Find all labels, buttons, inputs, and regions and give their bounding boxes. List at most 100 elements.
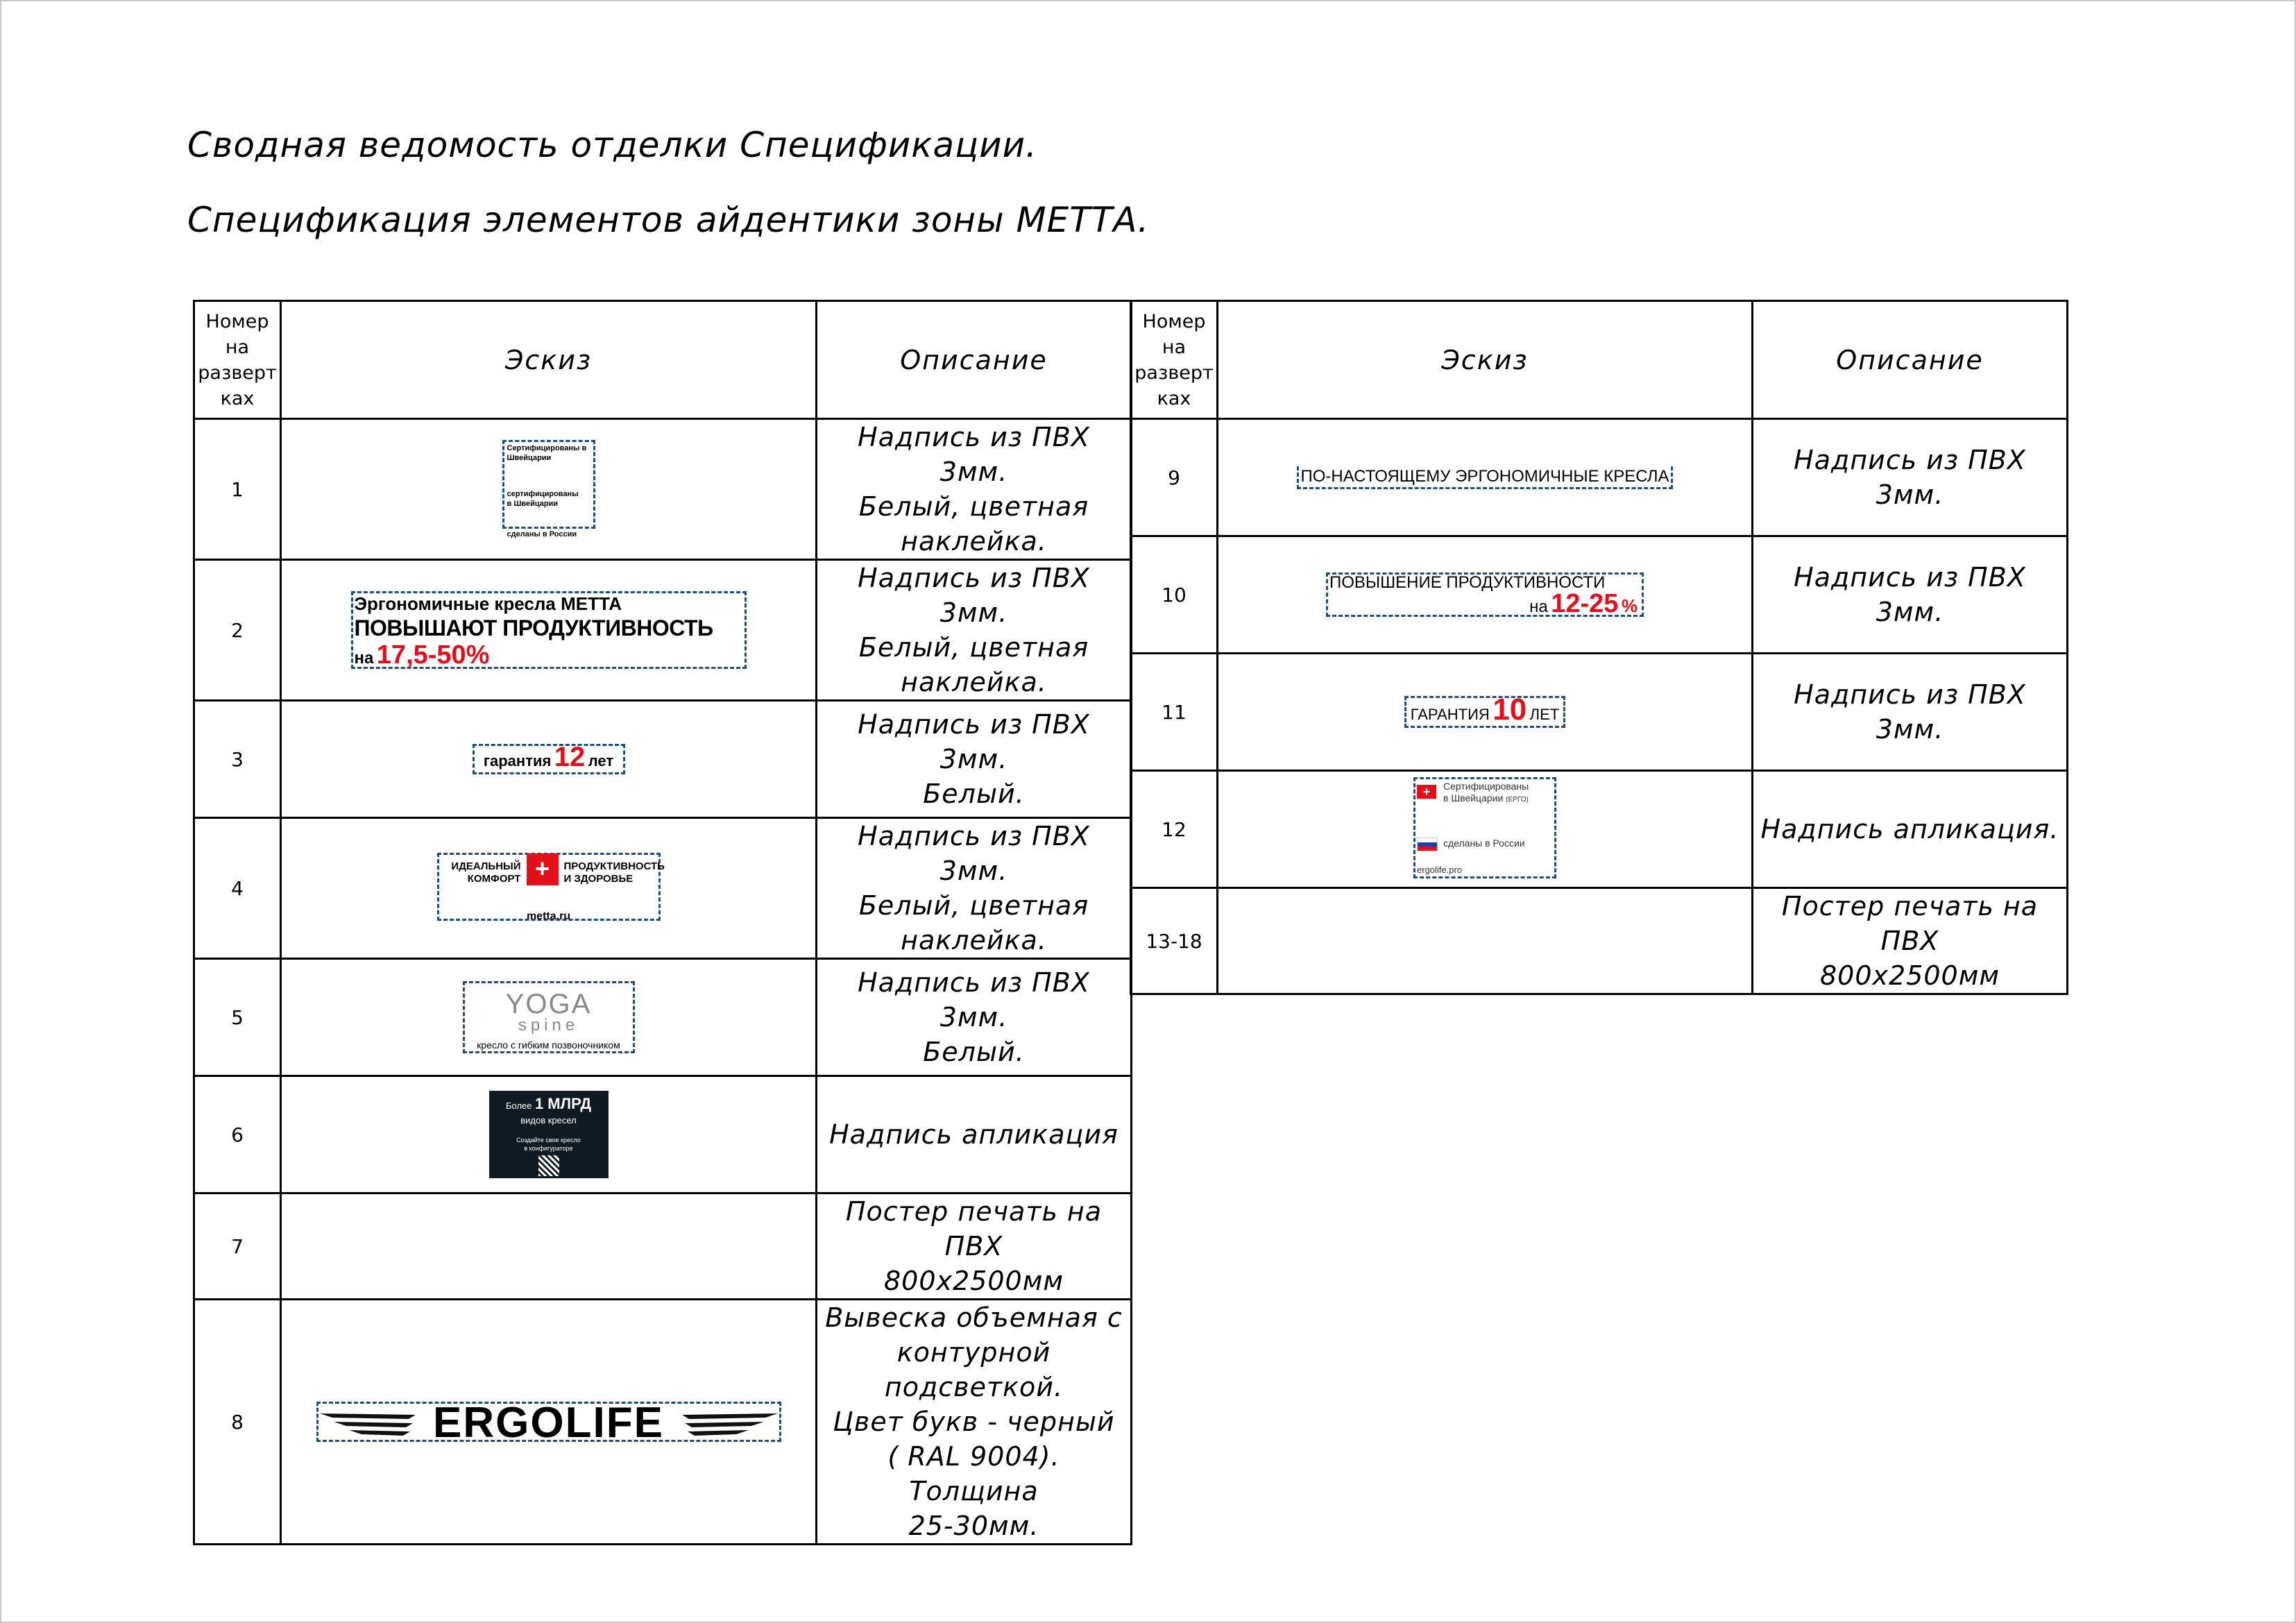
sketch-text: (ЕРГО) [1506,796,1529,804]
table-row: 10 ПОВЫШЕНИЕ ПРОДУКТИВНОСТИ на 12-25 % Н… [1130,535,2068,654]
row-number: 2 [193,559,282,702]
sketch-text: сделаны в России [507,529,577,538]
sketch-text: кресло с гибким позвоночником [477,1039,620,1051]
row-number: 3 [193,699,282,819]
sketch-text: сертифицированы [507,489,579,498]
qr-code-icon [538,1155,559,1176]
sketch-cell: Эргономичные кресла МЕТТА ПОВЫШАЮТ ПРОДУ… [280,559,817,702]
sketch-text: ПРОДУКТИВНОСТЬ [563,860,665,872]
row-number: 4 [193,817,282,960]
sketch-text: в Швейцарии [1443,792,1504,804]
sketch-highlight: 10 [1493,692,1527,726]
spec-table-left: Номер на разверт ках Эскиз Описание 1 Се… [193,300,1132,1545]
spec-table-right: Номер на разверт ках Эскиз Описание 9 ПО… [1130,300,2068,995]
sketch-cell: ПОВЫШЕНИЕ ПРОДУКТИВНОСТИ на 12-25 % [1216,535,1753,654]
header-description: Описание [815,300,1132,420]
document-title: Сводная ведомость отделки Спецификации. [187,125,1038,165]
row-number: 13-18 [1130,887,1218,995]
sketch-highlight: % [1621,595,1638,616]
ergolife-logo: ERGOLIFE [433,1399,664,1447]
row-number: 8 [193,1298,282,1545]
sketch-1: Сертифицированы в Швейцарии сертифициров… [502,439,595,538]
sketch-cell: + Сертифицированы в Швейцарии (ЕРГО) сде… [1216,770,1753,889]
sketch-text: ПОВЫШЕНИЕ ПРОДУКТИВНОСТИ [1329,573,1606,592]
row-description: Надпись из ПВХ 3мм. Белый. [815,958,1132,1077]
sketch-text: Сертифицированы в Швейцарии [507,443,587,462]
yoga-logo: YOGA [505,989,592,1019]
sketch-text: ПОВЫШАЮТ ПРОДУКТИВНОСТЬ [354,615,714,640]
sketch-cell: ERGOLIFE [280,1298,817,1545]
spine-logo: spine [518,1016,579,1035]
table-row: 1 Сертифицированы в Швейцарии сертифицир… [193,418,1132,561]
sketch-highlight: 17,5-50% [376,640,490,670]
row-number: 1 [193,418,282,561]
sketch-text: Эргономичные кресла МЕТТА [354,593,622,614]
sketch-text: на [354,649,374,668]
sketch-text: КОМФОРТ [467,873,521,885]
row-description: Надпись из ПВХ 3мм. [1751,418,2068,537]
sketch-2: Эргономичные кресла МЕТТА ПОВЫШАЮТ ПРОДУ… [350,591,747,670]
row-description: Надпись апликация [815,1075,1132,1194]
table-row: 9 ПО-НАСТОЯЩЕМУ ЭРГОНОМИЧНЫЕ КРЕСЛА Надп… [1130,418,2068,537]
swiss-cross-icon: + [526,853,559,885]
row-description: Надпись из ПВХ 3мм. Белый. [815,699,1132,819]
sketch-3: гарантия 12 лет [472,743,625,774]
sketch-5: YOGA spine кресло с гибким позвоночником [462,981,635,1053]
row-description: Надпись из ПВХ 3мм. Белый, цветная накле… [815,418,1132,561]
table-row: 8 ERGOLIFE Вывеска объемная с контурной … [193,1298,1132,1545]
sketch-text: ergolife.pro [1417,865,1463,875]
row-description: Надпись из ПВХ 3мм. [1751,535,2068,654]
sketch-cell: ГАРАНТИЯ 10 ЛЕТ [1216,652,1753,772]
table-row: 2 Эргономичные кресла МЕТТА ПОВЫШАЮТ ПРО… [193,559,1132,702]
sketch-text: И ЗДОРОВЬЕ [563,873,633,885]
sketch-cell [1216,887,1753,995]
sketch-cell [280,1192,817,1300]
sketch-text: ЛЕТ [1529,706,1560,723]
document-subtitle: Спецификация элементов айдентики зоны МЕ… [187,200,1150,240]
row-description: Надпись из ПВХ 3мм. [1751,652,2068,772]
sketch-9: ПО-НАСТОЯЩЕМУ ЭРГОНОМИЧНЫЕ КРЕСЛА [1297,466,1673,489]
row-number: 12 [1130,770,1218,889]
sketch-text: ГАРАНТИЯ [1410,706,1490,723]
table-row: 13-18 Постер печать на ПВХ 800х2500мм [1130,887,2068,995]
table-row: 5 YOGA spine кресло с гибким позвоночник… [193,958,1132,1077]
sketch-text: в конфигураторе [524,1145,573,1152]
header-number: Номер на разверт ках [1130,300,1218,420]
sketch-11: ГАРАНТИЯ 10 ЛЕТ [1404,695,1565,728]
sketch-text: ИДЕАЛЬНЫЙ [451,860,521,872]
sketch-4: ИДЕАЛЬНЫЙ КОМФОРТ + ПРОДУКТИВНОСТЬ И ЗДО… [436,853,665,922]
row-number: 10 [1130,535,1218,654]
row-description: Надпись из ПВХ 3мм. Белый, цветная накле… [815,559,1132,702]
swiss-flag-icon: + [1417,785,1436,799]
table-row: 4 ИДЕАЛЬНЫЙ КОМФОРТ + ПРОДУКТИВНОСТЬ И З… [193,817,1132,960]
table-row: 3 гарантия 12 лет Надпись из ПВХ 3мм. Бе… [193,699,1132,819]
row-description: Постер печать на ПВХ 800х2500мм [815,1192,1132,1300]
header-description: Описание [1751,300,2068,420]
table-row: 6 Более 1 МЛРД видов кресел Создайте сво… [193,1075,1132,1194]
sketch-text: в Швейцарии [507,499,559,508]
row-number: 9 [1130,418,1218,537]
row-number: 6 [193,1075,282,1194]
row-description: Надпись из ПВХ 3мм. Белый, цветная накле… [815,817,1132,960]
sketch-text: Более [505,1101,532,1111]
sketch-text: metta.ru [526,910,571,922]
sketch-6: Более 1 МЛРД видов кресел Создайте свое … [488,1091,609,1178]
sketch-text: сделаны в России [1443,838,1525,849]
sketch-8: ERGOLIFE [316,1399,781,1447]
row-description: Вывеска объемная с контурной подсветкой.… [815,1298,1132,1545]
header-number: Номер на разверт ках [193,300,282,420]
sketch-cell: Более 1 МЛРД видов кресел Создайте свое … [280,1075,817,1194]
table-row: 12 + Сертифицированы в Швейцарии (ЕРГО) … [1130,770,2068,889]
sketch-10: ПОВЫШЕНИЕ ПРОДУКТИВНОСТИ на 12-25 % [1326,572,1644,617]
sketch-text: Сертифицированы [1443,781,1529,792]
row-description: Надпись апликация. [1751,770,2068,889]
sketch-text: видов кресел [520,1115,577,1125]
sketch-cell: Сертифицированы в Швейцарии сертифициров… [280,418,817,561]
table-row: 11 ГАРАНТИЯ 10 ЛЕТ Надпись из ПВХ 3мм. [1130,652,2068,772]
russia-flag-icon [1417,838,1438,851]
sketch-cell: ПО-НАСТОЯЩЕМУ ЭРГОНОМИЧНЫЕ КРЕСЛА [1216,418,1753,537]
table-header-row: Номер на разверт ках Эскиз Описание [1130,300,2068,420]
sketch-text: Создайте свое кресло [516,1137,581,1144]
sketch-12: + Сертифицированы в Швейцарии (ЕРГО) сде… [1413,777,1556,878]
